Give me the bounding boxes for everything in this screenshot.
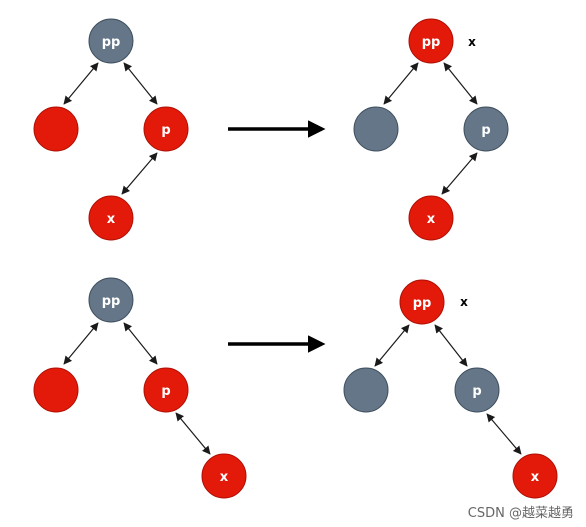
node-uncle	[343, 367, 389, 413]
node-x-label: x	[220, 470, 229, 485]
node-uncle	[33, 367, 79, 413]
node-x	[88, 195, 134, 241]
node-p	[143, 367, 189, 413]
edge-pp-uncle	[63, 62, 99, 105]
edge-p-x	[486, 413, 522, 455]
node-pp-label: pp	[413, 296, 432, 311]
node-pp	[408, 18, 454, 64]
scenario-1-before-tree: pp p x	[33, 18, 189, 241]
watermark-text: CSDN @越菜越勇	[467, 506, 574, 521]
scenario-2-before-tree: pp p x	[33, 277, 247, 499]
edge-p-x	[175, 412, 211, 455]
node-p-label: p	[481, 123, 490, 138]
edge-pp-p	[434, 324, 468, 367]
node-x	[512, 453, 558, 499]
node-uncle	[353, 106, 399, 152]
node-uncle	[33, 106, 79, 152]
edge-pp-uncle	[374, 324, 410, 367]
node-pp	[88, 277, 134, 323]
node-p	[463, 106, 509, 152]
edge-p-x	[121, 152, 158, 195]
scenario-2-after-tree: pp x p x	[343, 279, 558, 499]
pp-marked-x-label: x	[460, 295, 468, 309]
node-x-label: x	[427, 212, 436, 227]
node-pp	[399, 279, 445, 325]
edge-pp-p	[123, 62, 158, 105]
node-pp-label: pp	[102, 35, 121, 50]
edge-pp-p	[123, 322, 158, 365]
node-p-label: p	[161, 123, 170, 138]
node-p-label: p	[472, 384, 481, 399]
scenario-1-after-tree: pp x p x	[353, 18, 509, 241]
node-p-label: p	[161, 384, 170, 399]
node-x-label: x	[107, 212, 116, 227]
node-x-label: x	[531, 470, 540, 485]
node-p	[143, 106, 189, 152]
edge-pp-uncle	[383, 62, 419, 105]
edge-pp-uncle	[63, 322, 99, 365]
edge-p-x	[441, 152, 478, 195]
edge-pp-p	[443, 62, 478, 105]
node-p	[454, 367, 500, 413]
node-x	[408, 195, 454, 241]
pp-marked-x-label: x	[468, 35, 476, 49]
node-pp	[88, 18, 134, 64]
node-x	[201, 453, 247, 499]
node-pp-label: pp	[102, 294, 121, 309]
node-pp-label: pp	[422, 35, 441, 50]
